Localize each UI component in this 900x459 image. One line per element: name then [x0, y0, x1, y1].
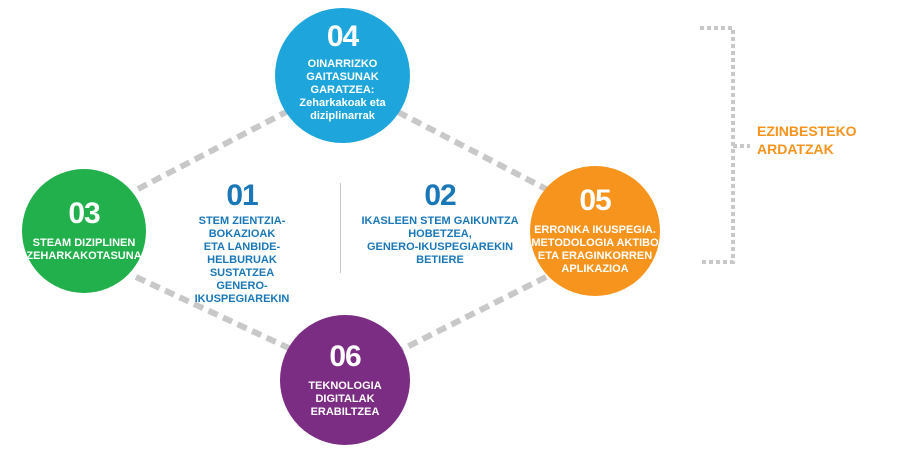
connector-03-06: [134, 274, 295, 353]
connector-03-04: [136, 107, 292, 192]
node-06-number: 06: [329, 339, 361, 373]
node-06-label: TEKNOLOGIA DIGITALAK ERABILTZEA: [308, 379, 382, 418]
node-05-label: ERRONKA IKUSPEGIA. METODOLOGIA AKTIBO ET…: [531, 224, 659, 275]
connector-05-06: [395, 274, 548, 355]
center-item-01: 01 STEM ZIENTZIA-BOKAZIOAK ETA LANBIDE-H…: [172, 181, 312, 306]
node-04-label: OINARRIZKO GAITASUNAK GARATZEA:: [306, 58, 379, 96]
center-item-02: 02 IKASLEEN STEM GAIKUNTZA HOBETZEA, GEN…: [360, 181, 520, 267]
node-04-number: 04: [326, 20, 359, 53]
node-03-number: 03: [68, 197, 100, 230]
node-06: 06 TEKNOLOGIA DIGITALAK ERABILTZEA: [280, 315, 410, 445]
node-04-sublabel: Zeharkakoak eta diziplinarrak: [299, 97, 386, 122]
key-bracket: [700, 26, 750, 264]
key-axes-label: EZINBESTEKO ARDATZAK: [757, 123, 857, 157]
center-item-02-label: IKASLEEN STEM GAIKUNTZA HOBETZEA, GENERO…: [361, 215, 519, 266]
node-04: 04 OINARRIZKO GAITASUNAK GARATZEA: Zehar…: [275, 8, 410, 143]
connector-04-05: [396, 109, 550, 193]
center-item-01-label: STEM ZIENTZIA-BOKAZIOAK ETA LANBIDE-HELB…: [194, 215, 290, 305]
center-item-02-number: 02: [424, 179, 456, 212]
node-03: 03 STEAM DIZIPLINEN ZEHARKAKOTASUNA: [22, 169, 146, 293]
center-divider: [340, 183, 341, 273]
node-03-label: STEAM DIZIPLINEN ZEHARKAKOTASUNA: [26, 237, 142, 262]
node-05: 05 ERRONKA IKUSPEGIA. METODOLOGIA AKTIBO…: [530, 166, 660, 296]
node-05-number: 05: [579, 184, 611, 217]
center-item-01-number: 01: [226, 179, 258, 212]
